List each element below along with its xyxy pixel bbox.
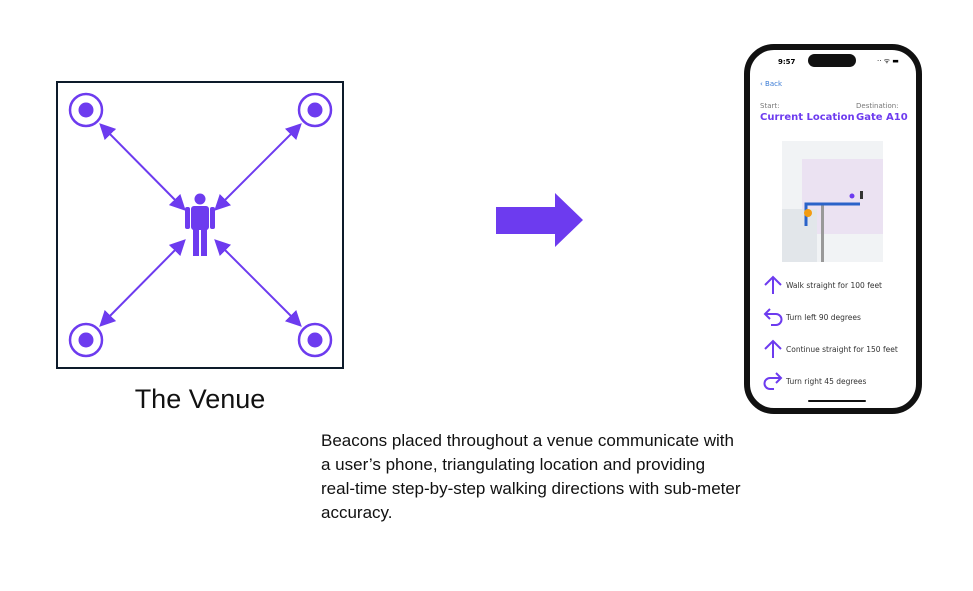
destination-value: Gate A10 [856,112,908,123]
direction-step: Walk straight for 100 feet [762,274,882,296]
status-icons: ·· ᯤ ▬ [877,57,899,65]
person-icon [185,193,215,256]
arrow-up-icon [764,339,782,358]
venue-box [56,81,344,369]
step-text: Continue straight for 150 feet [786,344,898,354]
back-label: Back [765,80,783,88]
phone-mockup: 9:57 ·· ᯤ ▬ ‹ Back Start: Current Locati… [744,44,922,414]
step-text: Turn right 45 degrees [786,376,867,386]
direction-step: Continue straight for 150 feet [762,338,898,360]
dynamic-island [808,54,856,67]
step-text: Turn left 90 degrees [786,312,861,322]
start-value: Current Location [760,112,855,123]
start-label: Start: [760,102,780,110]
signal-arrows [99,123,302,327]
indoor-map [782,141,883,262]
arrow-up-icon [764,275,782,294]
beacon-icon [68,322,104,358]
status-time: 9:57 [778,58,796,66]
turn-left-icon [763,308,783,326]
direction-step: Turn right 45 degrees [762,370,866,392]
beacon-icon [297,322,333,358]
beacon-icon [68,92,104,128]
step-text: Walk straight for 100 feet [786,280,882,290]
direction-step: Turn left 90 degrees [762,306,861,328]
back-button[interactable]: ‹ Back [760,80,783,88]
flow-arrow-icon [496,193,583,247]
destination-label: Destination: [856,102,899,110]
turn-right-icon [763,372,783,390]
home-indicator [808,400,866,402]
venue-title: The Venue [134,384,266,414]
beacon-icon [297,92,333,128]
caption: Beacons placed throughout a venue commun… [321,431,741,522]
